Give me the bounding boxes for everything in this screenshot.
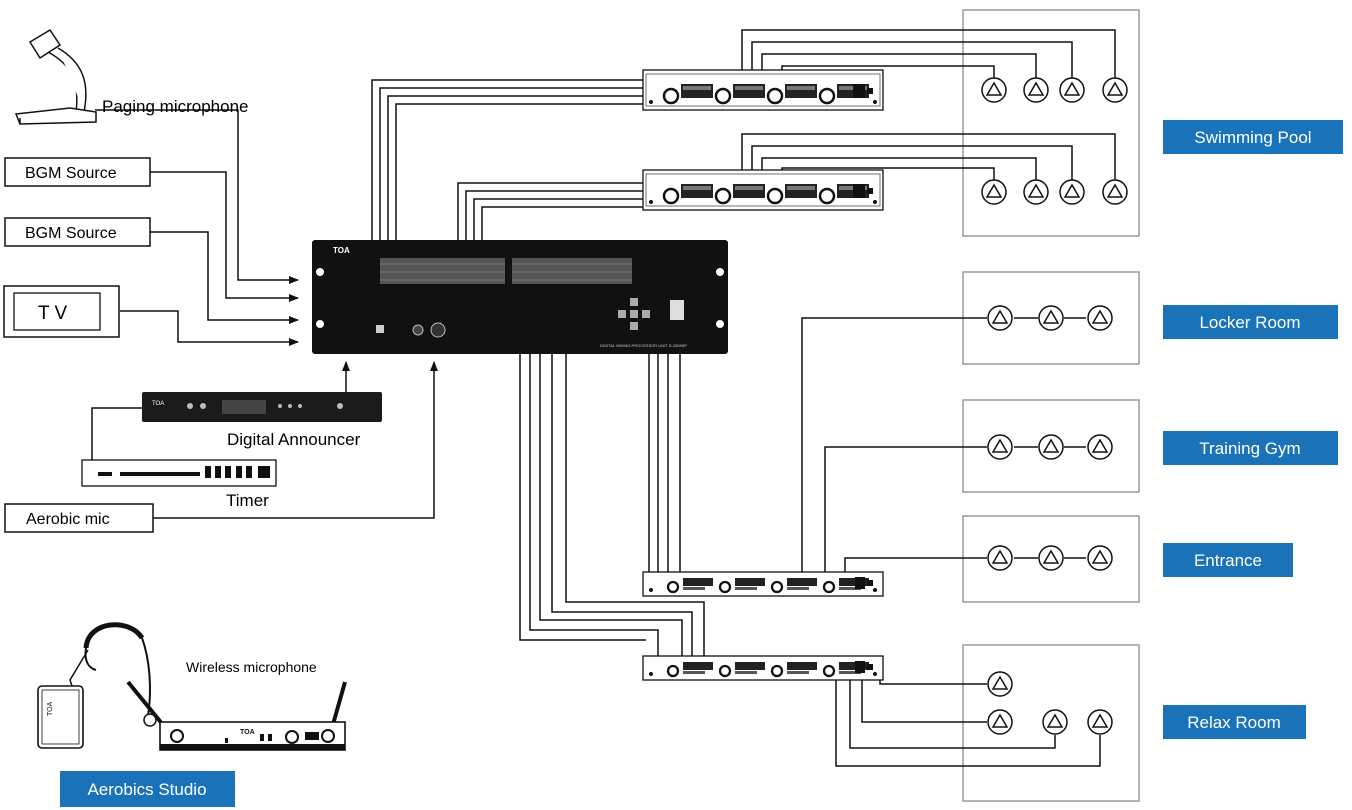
mixing-processor: TOA DIGITAL MIXING PROCESSOR UNIT D-2008… bbox=[312, 240, 728, 354]
tv-label: T V bbox=[38, 303, 68, 324]
input-boxes bbox=[4, 157, 154, 533]
entrance-room bbox=[962, 515, 1140, 603]
tag-entrance: Entrance bbox=[1194, 551, 1262, 570]
amplifier-3 bbox=[641, 570, 885, 598]
tag-locker-room-bg bbox=[1163, 305, 1338, 339]
bgm-source-2-box bbox=[4, 217, 151, 247]
tag-aerobics-studio: Aerobics Studio bbox=[87, 780, 206, 799]
tag-aerobics-studio-bg bbox=[60, 771, 235, 807]
timer-label: Timer bbox=[226, 491, 269, 510]
announcer-brand: TOA bbox=[152, 401, 164, 407]
zone-tags: Swimming Pool Locker Room Training Gym E… bbox=[60, 120, 1343, 807]
tag-relax-room: Relax Room bbox=[1187, 713, 1281, 732]
amplifier-2 bbox=[641, 168, 885, 212]
tag-relax-room-bg bbox=[1163, 705, 1306, 739]
amplifier-1 bbox=[641, 68, 885, 112]
tag-entrance-bg bbox=[1163, 543, 1293, 577]
bgm-source-1-label: BGM Source bbox=[25, 165, 117, 182]
tag-locker-room: Locker Room bbox=[1199, 313, 1300, 332]
amplifier-4 bbox=[641, 654, 885, 682]
tag-training-gym: Training Gym bbox=[1199, 439, 1300, 458]
paging-microphone-label: Paging microphone bbox=[102, 97, 248, 116]
paging-microphone-device bbox=[14, 28, 97, 125]
wireless-microphone-device: TOA TOA bbox=[37, 622, 347, 751]
digital-announcer-device: TOA bbox=[142, 392, 382, 422]
aerobic-mic-box bbox=[4, 503, 154, 533]
processor-model-label: DIGITAL MIXING PROCESSOR UNIT D-2008SP bbox=[600, 343, 687, 348]
relax-room-room bbox=[962, 644, 1140, 802]
beltpack-brand: TOA bbox=[47, 701, 54, 716]
processor-brand: TOA bbox=[333, 246, 350, 255]
room-borders bbox=[962, 9, 1140, 802]
swimming-pool-room bbox=[962, 9, 1140, 237]
bgm-source-1-box bbox=[4, 157, 151, 187]
aerobic-mic-label: Aerobic mic bbox=[26, 511, 110, 528]
tv-device bbox=[3, 285, 120, 338]
wiring bbox=[91, 29, 1116, 767]
tag-swimming-pool: Swimming Pool bbox=[1194, 128, 1311, 147]
speakers bbox=[981, 77, 1128, 735]
training-gym-room bbox=[962, 399, 1140, 493]
wireless-microphone-label: Wireless microphone bbox=[186, 659, 317, 675]
bgm-source-2-label: BGM Source bbox=[25, 225, 117, 242]
digital-announcer-label: Digital Announcer bbox=[227, 430, 361, 449]
timer-device bbox=[81, 459, 277, 487]
receiver-brand: TOA bbox=[240, 729, 255, 736]
text-labels: Paging microphone BGM Source BGM Source … bbox=[25, 97, 361, 675]
tag-swimming-pool-bg bbox=[1163, 120, 1343, 154]
tag-training-gym-bg bbox=[1163, 431, 1338, 465]
